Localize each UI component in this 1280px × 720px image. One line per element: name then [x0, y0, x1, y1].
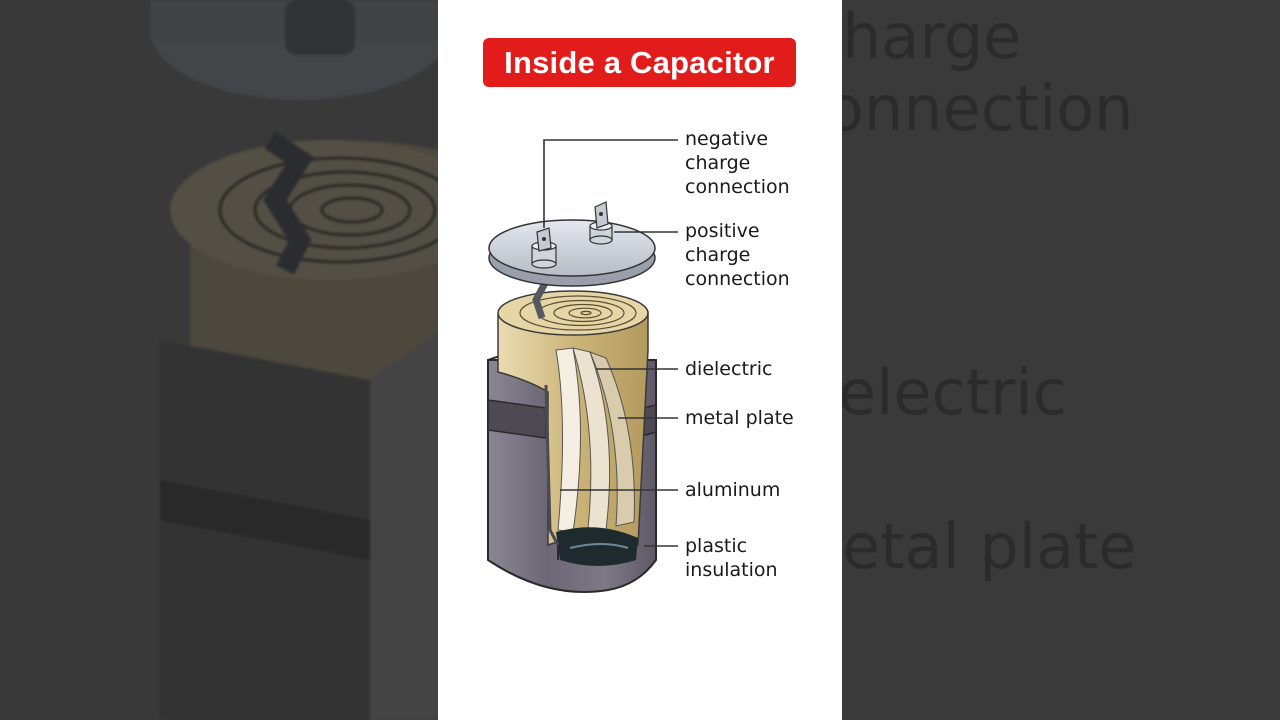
- label-negative-charge-connection: negative charge connection: [685, 127, 790, 199]
- label-line: dielectric: [685, 358, 773, 380]
- backdrop-word-1: harge: [842, 0, 1022, 73]
- aluminum-edge: [544, 384, 560, 546]
- capacitor-diagram: [487, 139, 678, 593]
- backdrop-word-3: electric: [838, 356, 1067, 429]
- dielectric-roll: [497, 290, 649, 566]
- page-title: Inside a Capacitor: [504, 44, 775, 80]
- label-line: positive: [685, 220, 760, 242]
- label-line: negative: [685, 128, 769, 150]
- leader-lines: [543, 139, 678, 547]
- label-line: connection: [685, 176, 790, 198]
- label-line: charge: [685, 244, 751, 266]
- label-plastic-insulation: plastic insulation: [685, 534, 778, 582]
- content-card: Inside a Capacitor: [438, 0, 842, 720]
- label-line: charge: [685, 152, 751, 174]
- label-line: metal plate: [685, 407, 794, 429]
- label-aluminum: aluminum: [685, 478, 780, 502]
- label-line: insulation: [685, 559, 778, 581]
- capacitor-lid: [488, 201, 656, 287]
- label-dielectric: dielectric: [685, 357, 772, 381]
- label-line: plastic: [685, 535, 748, 557]
- label-metal-plate: metal plate: [685, 406, 794, 430]
- backdrop-word-2: onnection: [826, 72, 1134, 145]
- label-line: connection: [685, 268, 790, 290]
- label-line: aluminum: [685, 479, 781, 501]
- title-banner: Inside a Capacitor: [483, 38, 796, 87]
- backdrop-word-4: etal plate: [842, 510, 1137, 583]
- label-positive-charge-connection: positive charge connection: [685, 219, 790, 291]
